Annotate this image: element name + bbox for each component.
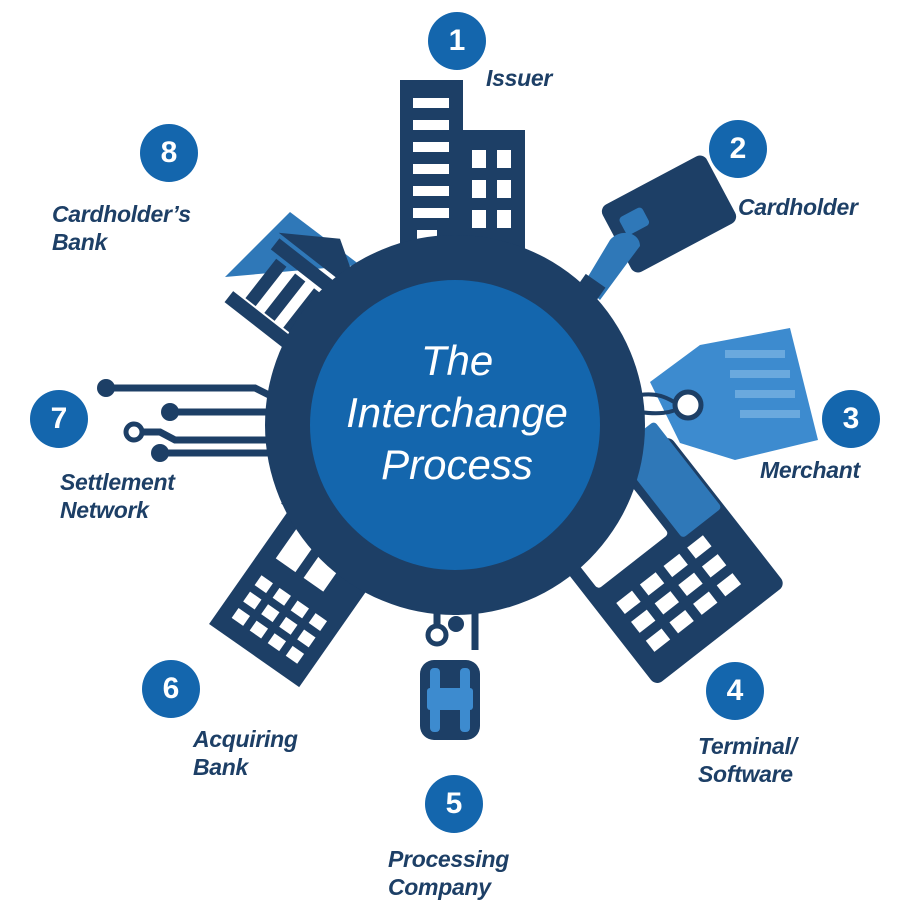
title-line-3: Process	[381, 441, 533, 488]
hand-holding-card-icon	[568, 155, 737, 313]
step-3-label: Merchant	[760, 457, 860, 483]
title-line-1: The	[420, 337, 494, 384]
step-6-number-badge: 6	[142, 660, 200, 718]
step-2-number-badge: 2	[709, 120, 767, 178]
step-6-label: Acquiring Bank	[193, 726, 298, 780]
step-2-label: Cardholder	[738, 194, 858, 220]
step-3-number-badge: 3	[822, 390, 880, 448]
step-7-label: Settlement Network	[60, 469, 175, 523]
step-1-label: Issuer	[486, 65, 552, 91]
diagram-title: The Interchange Process	[322, 335, 592, 491]
step-8-label: Cardholder’s Bank	[52, 201, 191, 255]
central-hub	[265, 235, 645, 615]
step-4-label: Terminal/ Software	[698, 733, 797, 787]
price-tag-icon	[639, 328, 818, 460]
step-1-number-badge: 1	[428, 12, 486, 70]
title-line-2: Interchange	[346, 389, 568, 436]
step-5-number-badge: 5	[425, 775, 483, 833]
step-4-number-badge: 4	[706, 662, 764, 720]
step-5-label: Processing Company	[388, 846, 509, 900]
chip-icon	[420, 595, 480, 740]
step-8-number-badge: 8	[140, 124, 198, 182]
step-7-number-badge: 7	[30, 390, 88, 448]
